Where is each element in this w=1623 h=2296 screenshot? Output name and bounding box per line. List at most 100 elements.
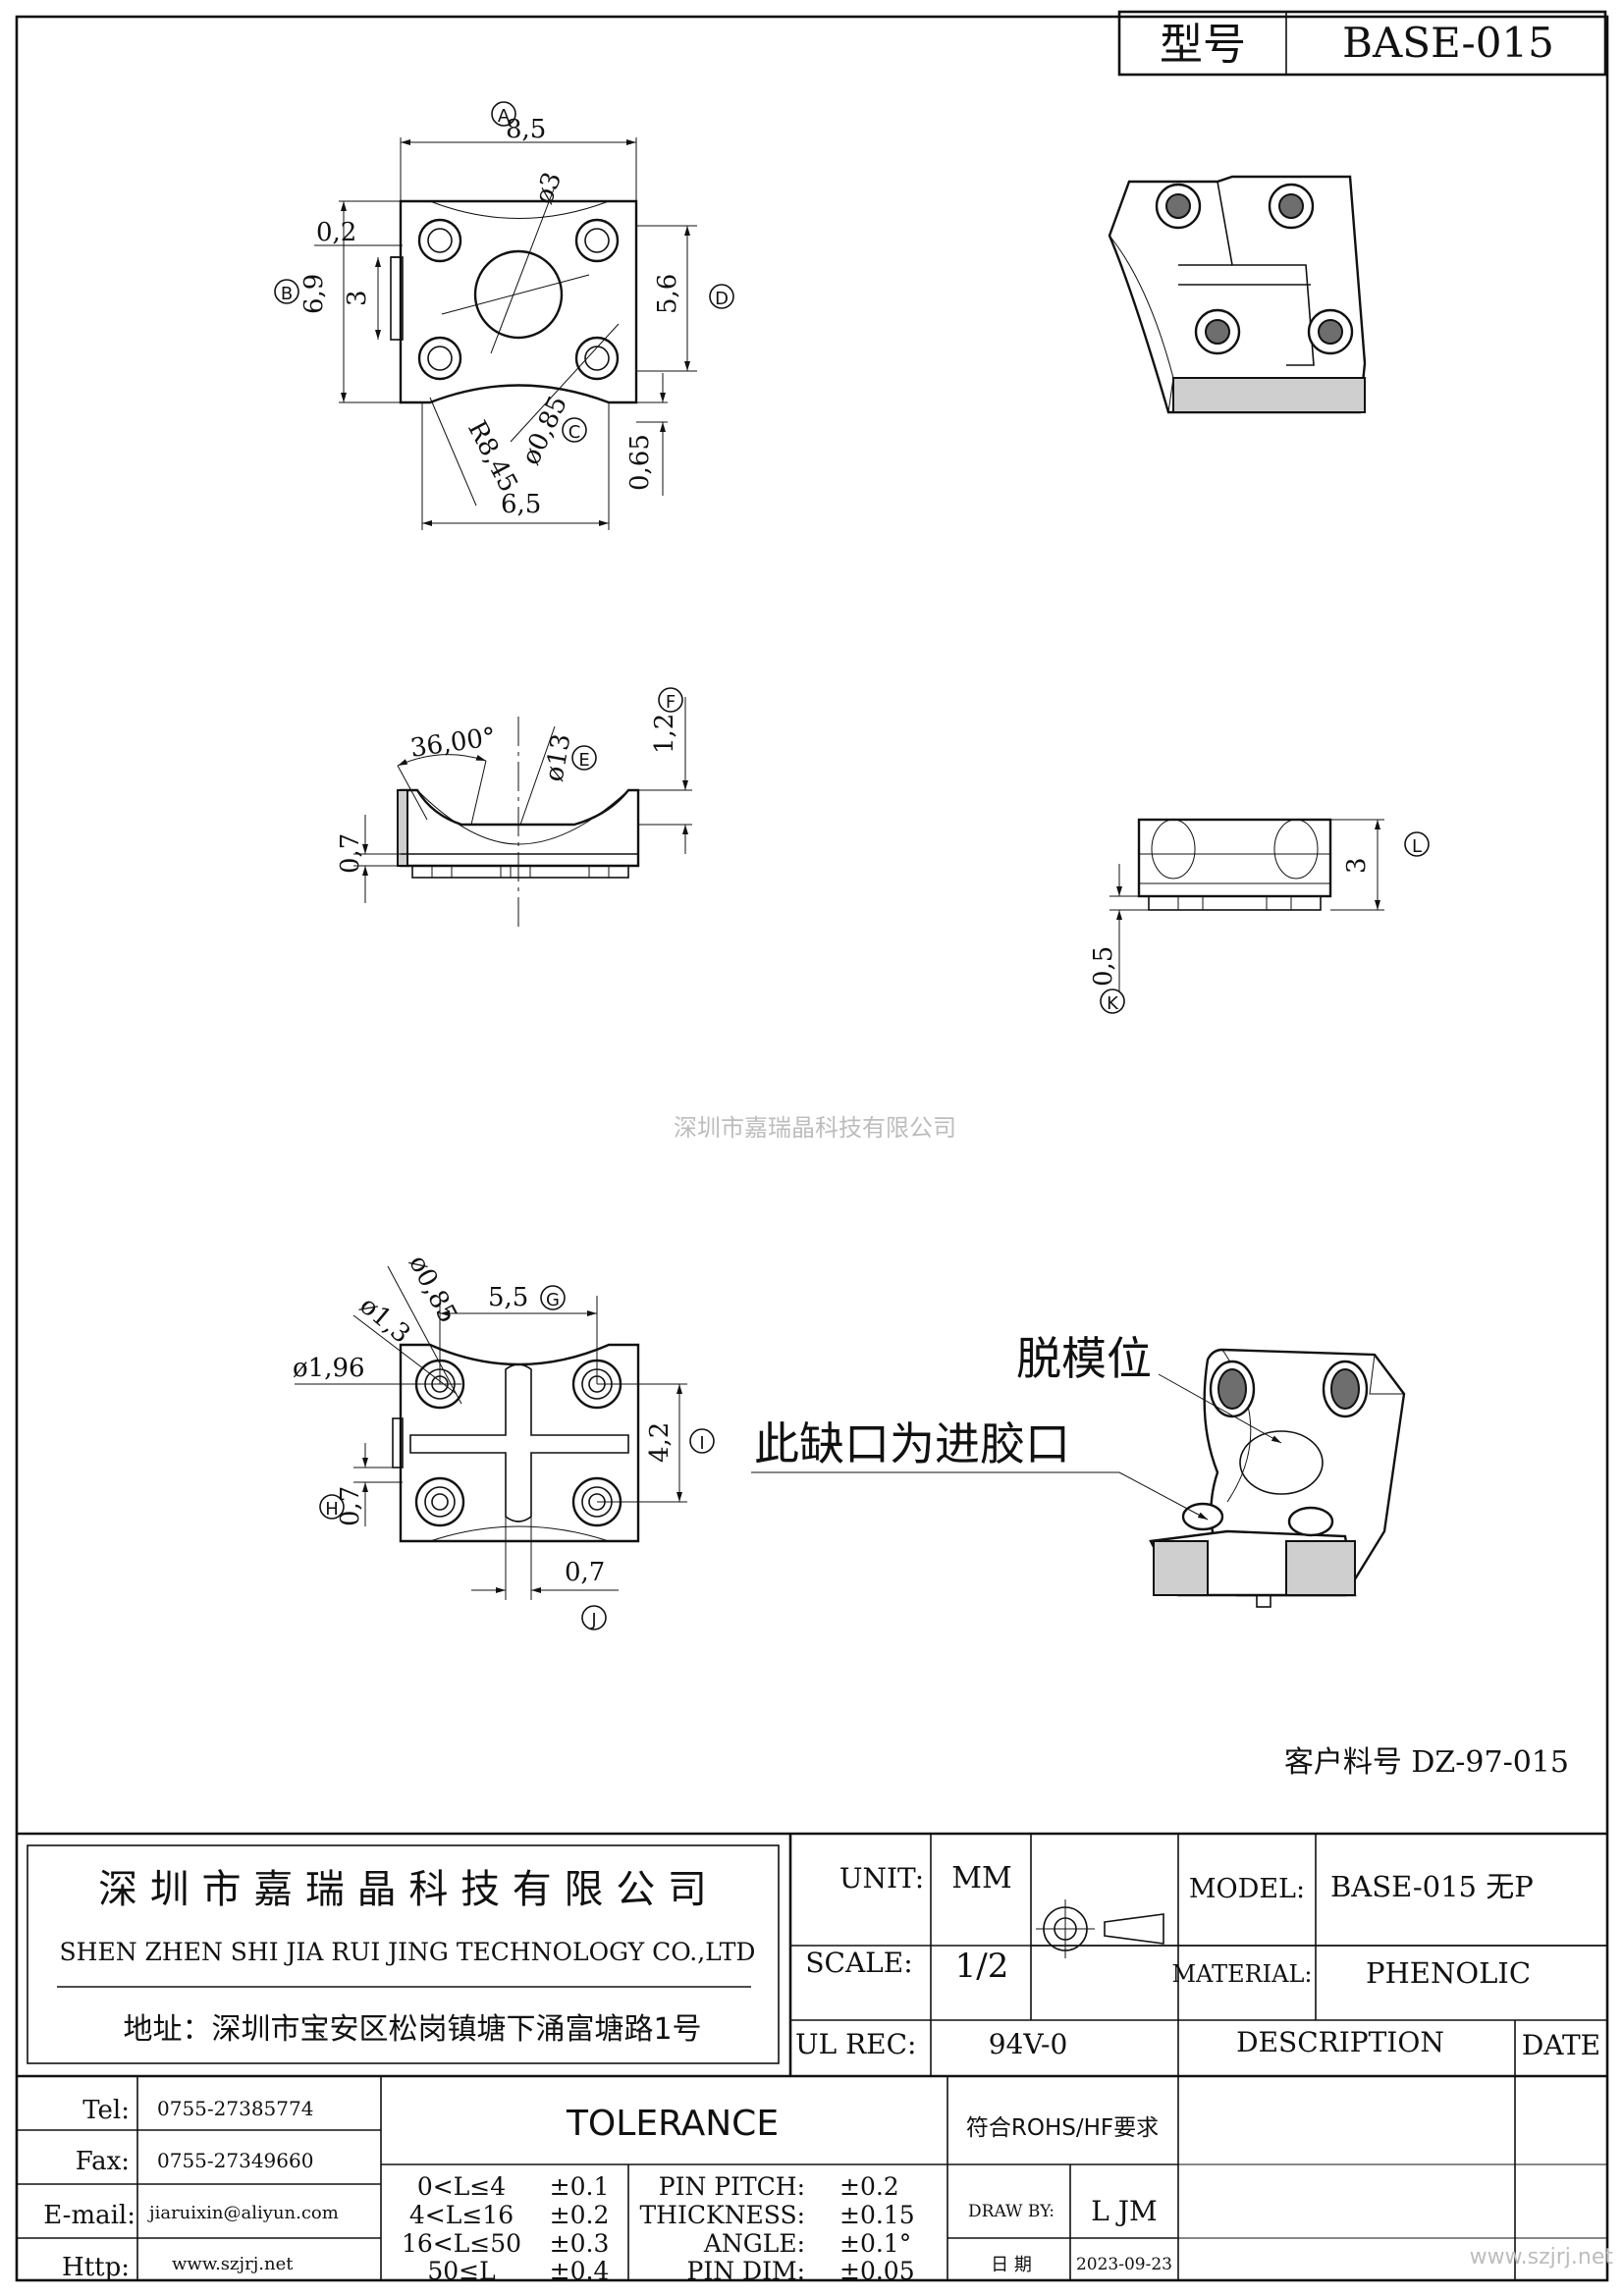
dim-bottom-groove: 0,7 bbox=[565, 1558, 605, 1587]
spec-value-2: ±0.1° bbox=[839, 2229, 911, 2258]
tol-value-0: ±0.1 bbox=[550, 2172, 610, 2201]
material-value: PHENOLIC bbox=[1366, 1956, 1531, 1990]
tel-value: 0755-27385774 bbox=[157, 2097, 313, 2120]
description-label: DESCRIPTION bbox=[1236, 2026, 1444, 2058]
dim-top-step: 0,65 bbox=[625, 434, 655, 491]
circle-k: K bbox=[1107, 993, 1119, 1014]
rohs-note: 符合ROHS/HF要求 bbox=[966, 2115, 1159, 2141]
spec-label-2: ANGLE: bbox=[703, 2229, 805, 2258]
unit-value: MM bbox=[951, 1861, 1011, 1896]
iso-view-bottom: 脱模位 此缺口为进胶口 bbox=[751, 1332, 1406, 1608]
dim-top-height: 6,9 bbox=[299, 274, 329, 314]
circle-j: J bbox=[590, 1610, 596, 1630]
circle-e: E bbox=[578, 750, 589, 771]
dim-top-radius: R8,45 bbox=[461, 416, 523, 497]
circle-i: I bbox=[699, 1433, 704, 1454]
company-name-cn: 深 圳 市 嘉 瑞 晶 科 技 有 限 公 司 bbox=[98, 1867, 707, 1912]
circle-c: C bbox=[568, 422, 581, 443]
header-model-box: 型号 BASE-015 bbox=[1117, 10, 1607, 77]
tolerance-label: TOLERANCE bbox=[566, 2104, 779, 2144]
dim-bottom-vert: 4,2 bbox=[645, 1422, 675, 1463]
right-view: 3 L 0,5 K bbox=[1089, 818, 1430, 1014]
draw-by-label: DRAW BY: bbox=[968, 2202, 1055, 2221]
date-cn-label: 日 期 bbox=[991, 2255, 1032, 2275]
header-model-value: BASE-015 bbox=[1342, 19, 1554, 67]
dim-top-edge: 0,2 bbox=[316, 218, 356, 247]
circle-f: F bbox=[666, 692, 676, 713]
fax-label: Fax: bbox=[76, 2147, 130, 2176]
http-value: www.szjrj.net bbox=[172, 2254, 294, 2274]
ul-label: UL REC: bbox=[795, 2028, 916, 2060]
spec-label-3: PIN DIM: bbox=[687, 2257, 805, 2285]
spec-label-1: THICKNESS: bbox=[639, 2201, 805, 2229]
company-name-en: SHEN ZHEN SHI JIA RUI JING TECHNOLOGY CO… bbox=[60, 1938, 756, 1966]
watermark-center: 深圳市嘉瑞晶科技有限公司 bbox=[674, 1114, 956, 1142]
dim-bottom-pin: ø0,85 bbox=[403, 1251, 462, 1328]
spec-value-1: ±0.15 bbox=[839, 2201, 915, 2229]
scale-value: 1/2 bbox=[955, 1947, 1009, 1986]
draw-by-value: L JM bbox=[1091, 2195, 1157, 2227]
spec-table: PIN PITCH: ±0.2 THICKNESS: ±0.15 ANGLE: … bbox=[639, 2172, 914, 2285]
dim-bottom-outer: ø1,96 bbox=[293, 1354, 365, 1383]
circle-b: B bbox=[281, 284, 293, 304]
dim-side-angle: 36,00° bbox=[408, 722, 498, 764]
spec-value-0: ±0.2 bbox=[839, 2172, 899, 2201]
circle-d: D bbox=[715, 289, 729, 309]
circle-g: G bbox=[546, 1290, 560, 1310]
scale-label: SCALE: bbox=[805, 1947, 912, 1979]
dim-top-inner: 5,6 bbox=[653, 274, 682, 314]
spec-label-0: PIN PITCH: bbox=[659, 2172, 805, 2201]
company-box bbox=[27, 1844, 780, 2064]
dim-side-base: 0,7 bbox=[336, 833, 365, 874]
circle-l: L bbox=[1412, 836, 1422, 857]
tol-value-2: ±0.3 bbox=[550, 2229, 610, 2258]
email-value: jiaruixin@aliyun.com bbox=[147, 2203, 339, 2223]
dim-right-pin: 0,5 bbox=[1089, 946, 1118, 987]
iso-view-top bbox=[1108, 175, 1367, 414]
customer-part-number: 客户料号 DZ-97-015 bbox=[1284, 1745, 1569, 1780]
tel-label: Tel: bbox=[82, 2096, 130, 2125]
tol-range-3: 50≤L bbox=[427, 2257, 495, 2285]
tolerance-table: 0<L≤4 ±0.1 4<L≤16 ±0.2 16<L≤50 ±0.3 50≤L… bbox=[402, 2172, 609, 2285]
side-view: 36,00° ø13 E 1,2 F 0,7 bbox=[336, 687, 692, 933]
dim-side-depth: 1,2 bbox=[650, 714, 679, 754]
dim-bottom-hole: ø1,3 bbox=[353, 1291, 415, 1350]
projection-symbol-icon bbox=[1036, 1899, 1164, 1958]
circle-h: H bbox=[325, 1499, 339, 1520]
unit-label: UNIT: bbox=[839, 1862, 924, 1895]
dim-bottom-left: 0,7 bbox=[336, 1486, 365, 1526]
top-view: 8,5 A ø3 6,9 B 0,2 3 5,6 D R8,45 ø0,85 C… bbox=[274, 101, 734, 530]
dim-right-height: 3 bbox=[1342, 857, 1372, 874]
dim-top-slot: 3 bbox=[343, 290, 372, 306]
tol-value-1: ±0.2 bbox=[550, 2201, 610, 2229]
dim-bottom-pitch: 5,5 bbox=[488, 1283, 528, 1312]
email-label: E-mail: bbox=[43, 2201, 135, 2230]
note-gate: 此缺口为进胶口 bbox=[754, 1417, 1070, 1470]
title-block: 深 圳 市 嘉 瑞 晶 科 技 有 限 公 司 SHEN ZHEN SHI JI… bbox=[17, 1832, 1614, 2285]
note-ejector: 脱模位 bbox=[1016, 1332, 1152, 1385]
header-model-label: 型号 bbox=[1160, 20, 1246, 70]
dim-side-dia: ø13 bbox=[540, 731, 577, 783]
watermark-url: www.szjrj.net bbox=[1470, 2245, 1614, 2269]
model-label: MODEL: bbox=[1189, 1874, 1305, 1904]
tol-value-3: ±0.4 bbox=[550, 2257, 610, 2285]
circle-a: A bbox=[498, 106, 511, 127]
fax-value: 0755-27349660 bbox=[157, 2149, 313, 2172]
dim-top-pin: ø0,85 bbox=[516, 392, 573, 469]
dim-top-width: 8,5 bbox=[506, 115, 546, 144]
ul-value: 94V-0 bbox=[989, 2028, 1068, 2060]
spec-value-3: ±0.05 bbox=[839, 2257, 915, 2285]
date-value: 2023-09-23 bbox=[1076, 2255, 1172, 2274]
bottom-view: ø0,85 ø1,3 ø1,96 5,5 G 4,2 I 0,7 H 0,7 J bbox=[293, 1251, 715, 1630]
http-label: Http: bbox=[62, 2253, 130, 2282]
company-address: 地址：深圳市宝安区松岗镇塘下涌富塘路1号 bbox=[123, 2012, 701, 2047]
tol-range-0: 0<L≤4 bbox=[417, 2172, 506, 2201]
sheet-border bbox=[15, 15, 1609, 2282]
dim-top-bottom: 6,5 bbox=[501, 490, 541, 519]
model-value: BASE-015 无P bbox=[1330, 1870, 1534, 1903]
material-label: MATERIAL: bbox=[1171, 1960, 1312, 1988]
tol-range-2: 16<L≤50 bbox=[402, 2229, 521, 2258]
date-label: DATE bbox=[1522, 2029, 1600, 2061]
